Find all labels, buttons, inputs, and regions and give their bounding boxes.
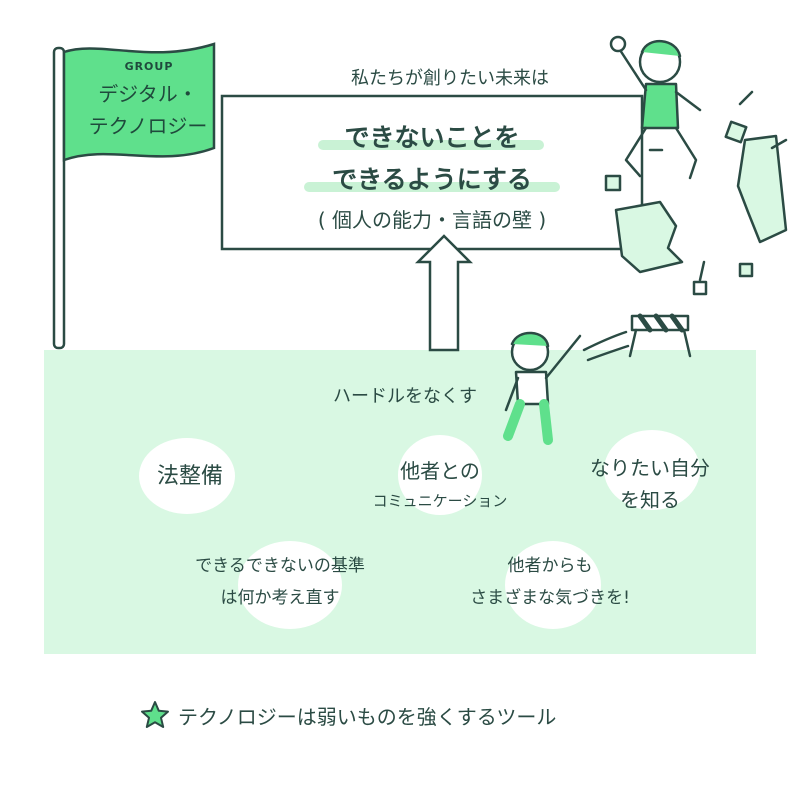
footer: テクノロジーは弱いものを強くするツール — [140, 700, 700, 730]
future-box — [220, 94, 644, 251]
item-self-line2: を知る — [620, 488, 680, 512]
future-caption: 私たちが創りたい未来は — [351, 68, 549, 89]
item-notice: 他者からも さまざまな気づきを! — [430, 550, 670, 614]
future-main-line2: できるようにする — [332, 165, 532, 194]
item-communication-line2: コミュニケーション — [372, 492, 508, 510]
flag-name-line1: デジタル・ — [98, 82, 198, 106]
item-self-line1: なりたい自分 — [590, 456, 710, 480]
future-sub: ( 個人の能力・言語の壁 ) — [317, 208, 547, 232]
item-notice-line1: 他者からも — [507, 556, 593, 576]
person-throwing-hurdle-icon — [503, 313, 692, 445]
item-legal: 法整備 — [156, 464, 223, 489]
flag-icon — [52, 42, 216, 350]
person-breaking-wall-icon — [604, 35, 788, 296]
flag-name-line2: テクノロジー — [88, 114, 208, 138]
up-arrow-icon — [414, 234, 474, 352]
flag-group-label: GROUP — [124, 60, 174, 73]
item-criteria-line2: は何か考え直す — [220, 588, 340, 608]
highlight-underline-2 — [304, 182, 560, 192]
footer-text: テクノロジーは弱いものを強くするツール — [178, 704, 557, 729]
star-icon — [141, 701, 169, 728]
hurdle-icon — [628, 313, 692, 358]
item-communication: 他者との コミュニケーション — [320, 455, 560, 511]
item-criteria-line1: できるできないの基準 — [195, 556, 365, 576]
future-main-line1: できないことを — [344, 123, 520, 152]
highlight-underline-1 — [318, 140, 544, 150]
item-self: なりたい自分 を知る — [560, 452, 740, 516]
item-communication-line1: 他者との — [400, 459, 480, 483]
item-notice-line2: さまざまな気づきを! — [470, 588, 630, 608]
hurdle-title: ハードルをなくす — [333, 386, 477, 407]
item-highlight-blobs — [139, 430, 700, 629]
item-criteria: できるできないの基準 は何か考え直す — [140, 550, 420, 614]
